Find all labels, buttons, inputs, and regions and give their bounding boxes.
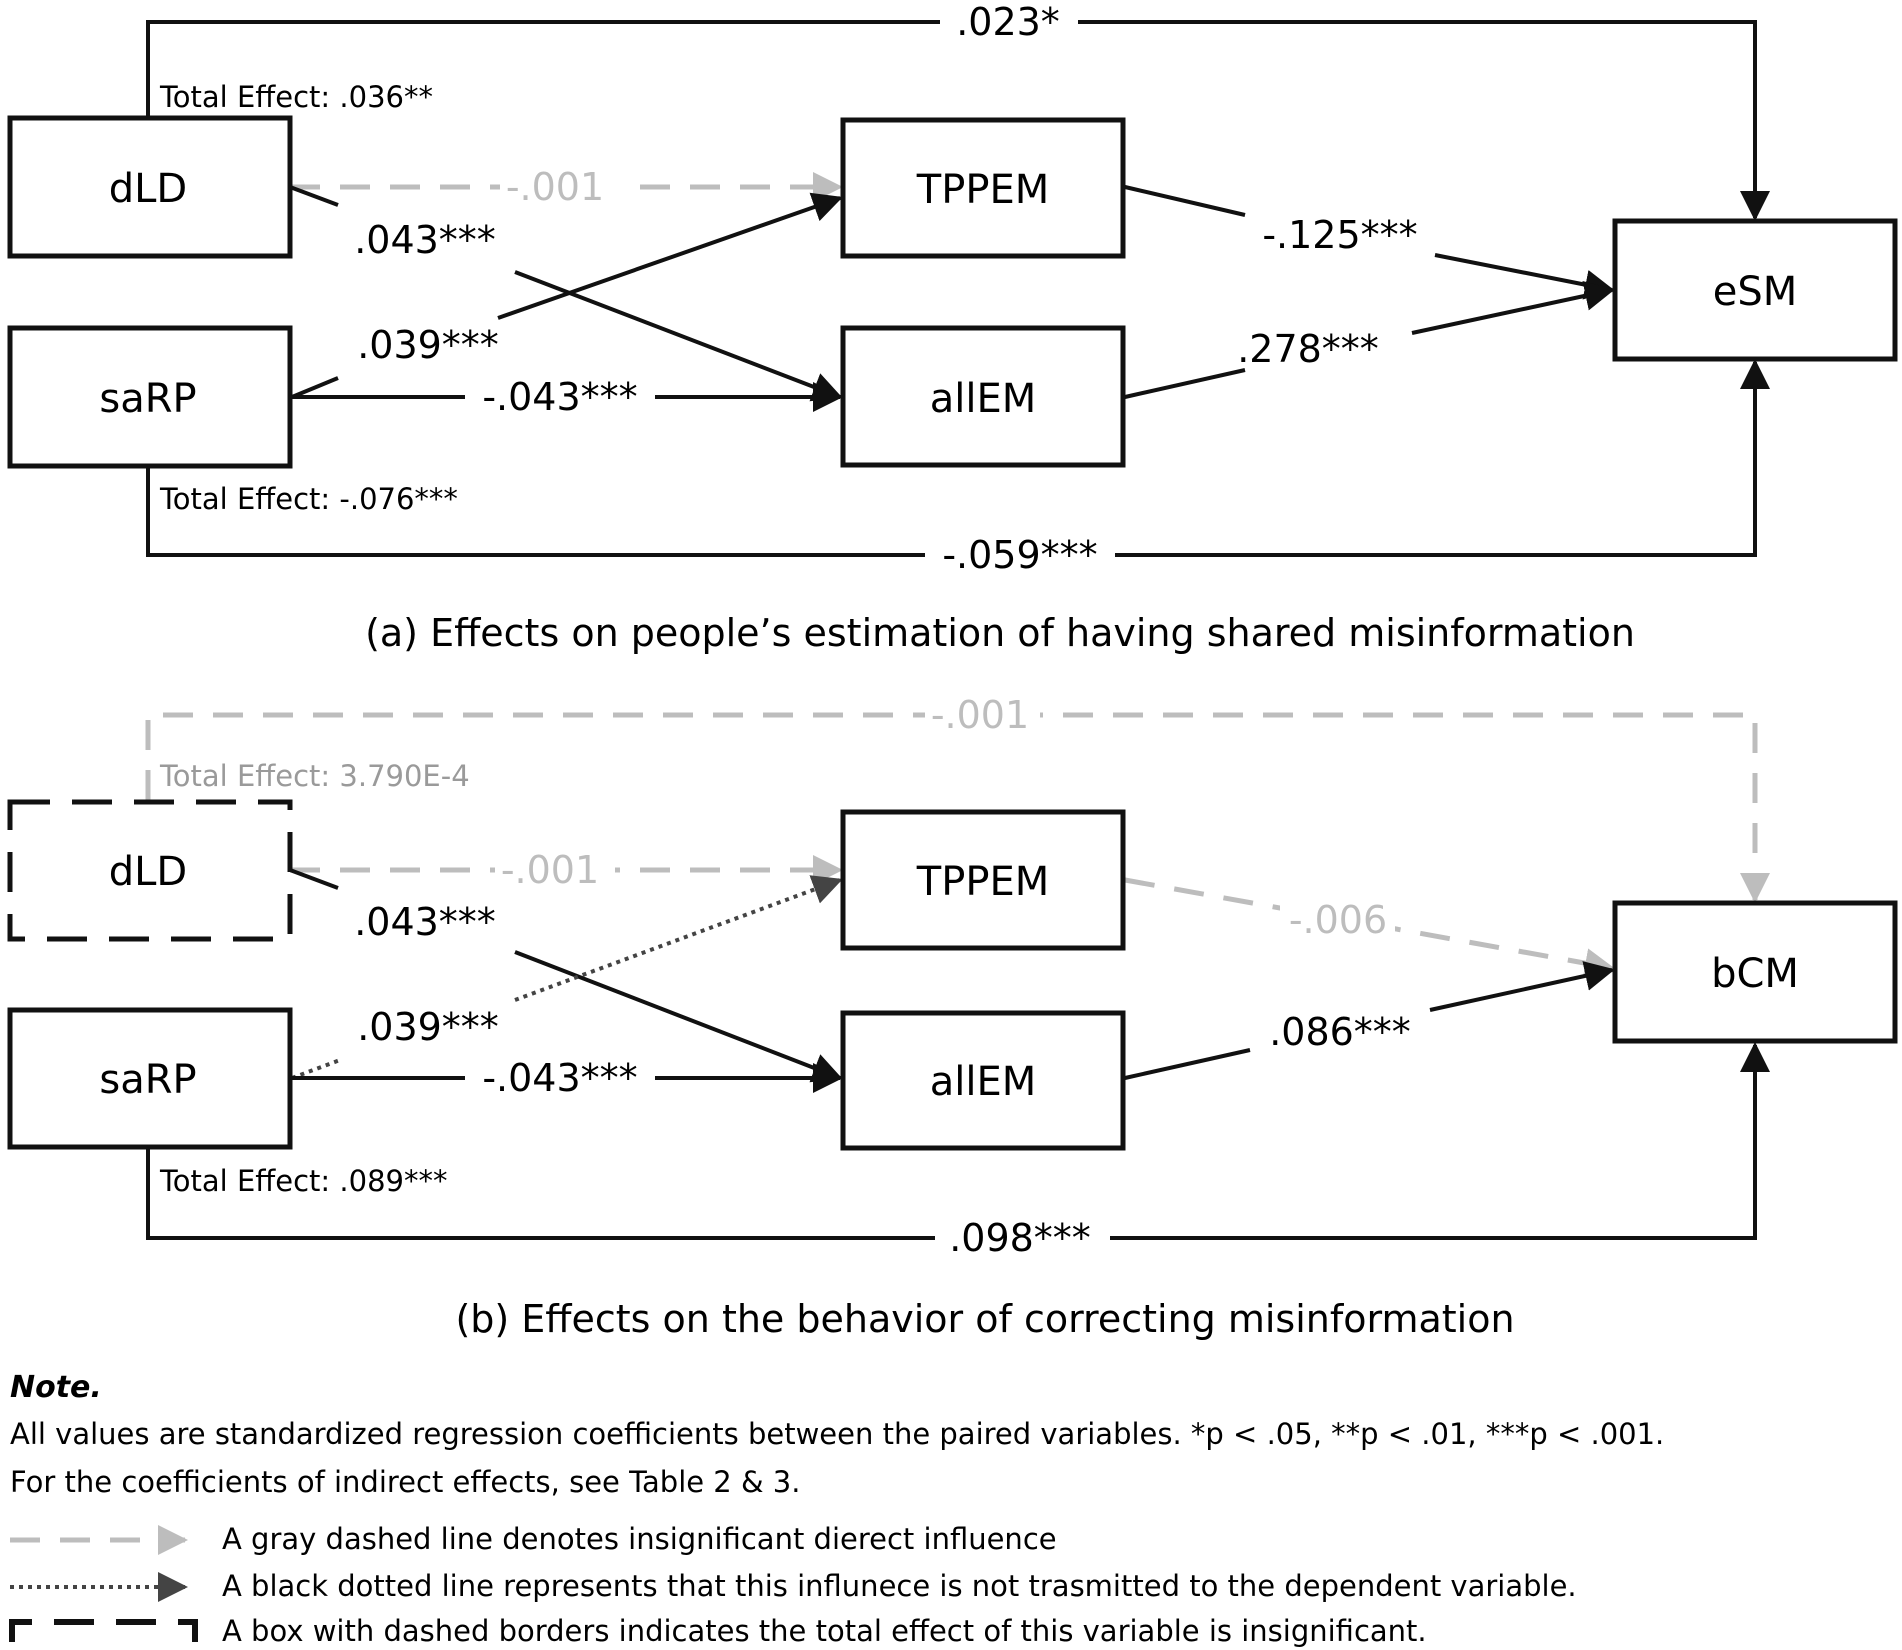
edge-b-sarp-tppem-2 — [514, 875, 843, 1002]
node-b-bcm — [1612, 900, 1898, 1044]
node-a-esm — [1612, 218, 1898, 362]
edge-b-allem-bcm-2 — [1429, 961, 1615, 1012]
node-a-dld — [7, 115, 293, 259]
total-effect-b-sarp: Total Effect: .089*** — [159, 1164, 447, 1198]
edge-a-sarp-esm-b — [1115, 359, 1770, 557]
edge-b-dld-allem-2 — [514, 950, 843, 1083]
edge-a-dld-esm-b — [1078, 20, 1770, 221]
coef-b-sarp-bcm: .098*** — [949, 1216, 1091, 1260]
coef-a-sarp-allem: -.043*** — [482, 375, 637, 419]
coef-a-sarp-esm: -.059*** — [942, 533, 1097, 577]
note-title: Note. — [10, 1370, 102, 1405]
caption-a: (a) Effects on people’s estimation of ha… — [365, 611, 1635, 655]
legend-black-dotted-text: A black dotted line represents that this… — [222, 1569, 1577, 1603]
legend-gray-dashed-text: A gray dashed line denotes insignificant… — [222, 1522, 1057, 1556]
edge-b-dld-allem-1 — [289, 868, 339, 890]
node-b-tppem — [840, 809, 1126, 951]
coef-a-sarp-tppem: .039*** — [357, 323, 499, 367]
node-b-bcm-label: bCM — [1711, 951, 1799, 997]
node-b-dld — [7, 799, 293, 942]
edge-a-allem-esm-2 — [1411, 281, 1615, 335]
edge-b-sarp-tppem-1 — [291, 1058, 341, 1080]
legend-dashed-box-text: A box with dashed borders indicates the … — [222, 1614, 1427, 1648]
panel-b: -.001 .098*** -.001 .043*** .039*** -.04… — [7, 693, 1898, 1341]
edge-a-dld-esm — [146, 20, 940, 118]
node-b-sarp-label: saRP — [99, 1057, 196, 1103]
panel-a: .023* -.059*** -.001 .043*** .039*** -.0… — [7, 0, 1898, 655]
total-effect-b-dld: Total Effect: 3.790E-4 — [159, 759, 470, 793]
edge-a-sarp-esm — [146, 467, 925, 557]
edge-a-sarp-tppem-2 — [497, 192, 843, 320]
caption-b: (b) Effects on the behavior of correctin… — [455, 1297, 1514, 1341]
node-b-sarp — [7, 1007, 293, 1150]
edge-a-tppem-esm-2 — [1434, 253, 1615, 300]
node-b-tppem-label: TPPEM — [916, 859, 1049, 905]
edge-b-sarp-bcm — [146, 1148, 935, 1240]
note: Note. All values are standardized regres… — [9, 1370, 1664, 1648]
edge-a-tppem-esm-1 — [1124, 185, 1246, 217]
node-a-tppem-label: TPPEM — [916, 167, 1049, 213]
coef-a-dld-allem: .043*** — [354, 218, 496, 262]
node-a-esm-label: eSM — [1713, 269, 1798, 315]
edge-a-allem-esm-1 — [1124, 368, 1246, 399]
node-a-allem — [840, 325, 1126, 468]
coef-b-dld-allem: .043*** — [354, 900, 496, 944]
node-a-allem-label: allEM — [930, 376, 1037, 422]
node-a-sarp-label: saRP — [99, 376, 196, 422]
total-effect-a-dld: Total Effect: .036** — [159, 80, 433, 114]
coef-a-tppem-esm: -.125*** — [1262, 213, 1417, 257]
total-effect-a-sarp: Total Effect: -.076*** — [159, 482, 458, 516]
edge-b-allem-bcm-1 — [1124, 1048, 1251, 1080]
coef-b-allem-bcm: .086*** — [1269, 1010, 1411, 1054]
edge-b-tppem-bcm — [1124, 877, 1615, 978]
edge-a-dld-allem-1 — [289, 185, 339, 207]
coef-a-allem-esm: .278*** — [1237, 327, 1379, 371]
node-b-dld-label: dLD — [109, 849, 187, 895]
coef-a-dld-esm: .023* — [956, 0, 1060, 44]
coef-b-sarp-tppem: .039*** — [357, 1005, 499, 1049]
coef-b-dld-tppem: -.001 — [501, 848, 599, 892]
edge-a-sarp-tppem-1 — [291, 376, 339, 399]
node-b-allem-label: allEM — [930, 1059, 1037, 1105]
coef-b-dld-bcm: -.001 — [931, 693, 1029, 737]
note-line-1: All values are standardized regression c… — [10, 1417, 1664, 1451]
node-a-tppem — [840, 117, 1126, 259]
node-a-sarp — [7, 325, 293, 469]
coef-b-sarp-allem: -.043*** — [482, 1056, 637, 1100]
node-a-dld-label: dLD — [109, 166, 187, 212]
coef-b-tppem-bcm: -.006 — [1289, 898, 1387, 942]
edge-b-sarp-bcm-b — [1110, 1042, 1770, 1240]
node-b-allem — [840, 1010, 1126, 1151]
coef-a-dld-tppem: -.001 — [506, 165, 604, 209]
note-line-2: For the coefficients of indirect effects… — [10, 1465, 800, 1499]
legend-dashed-box-icon — [9, 1619, 198, 1642]
